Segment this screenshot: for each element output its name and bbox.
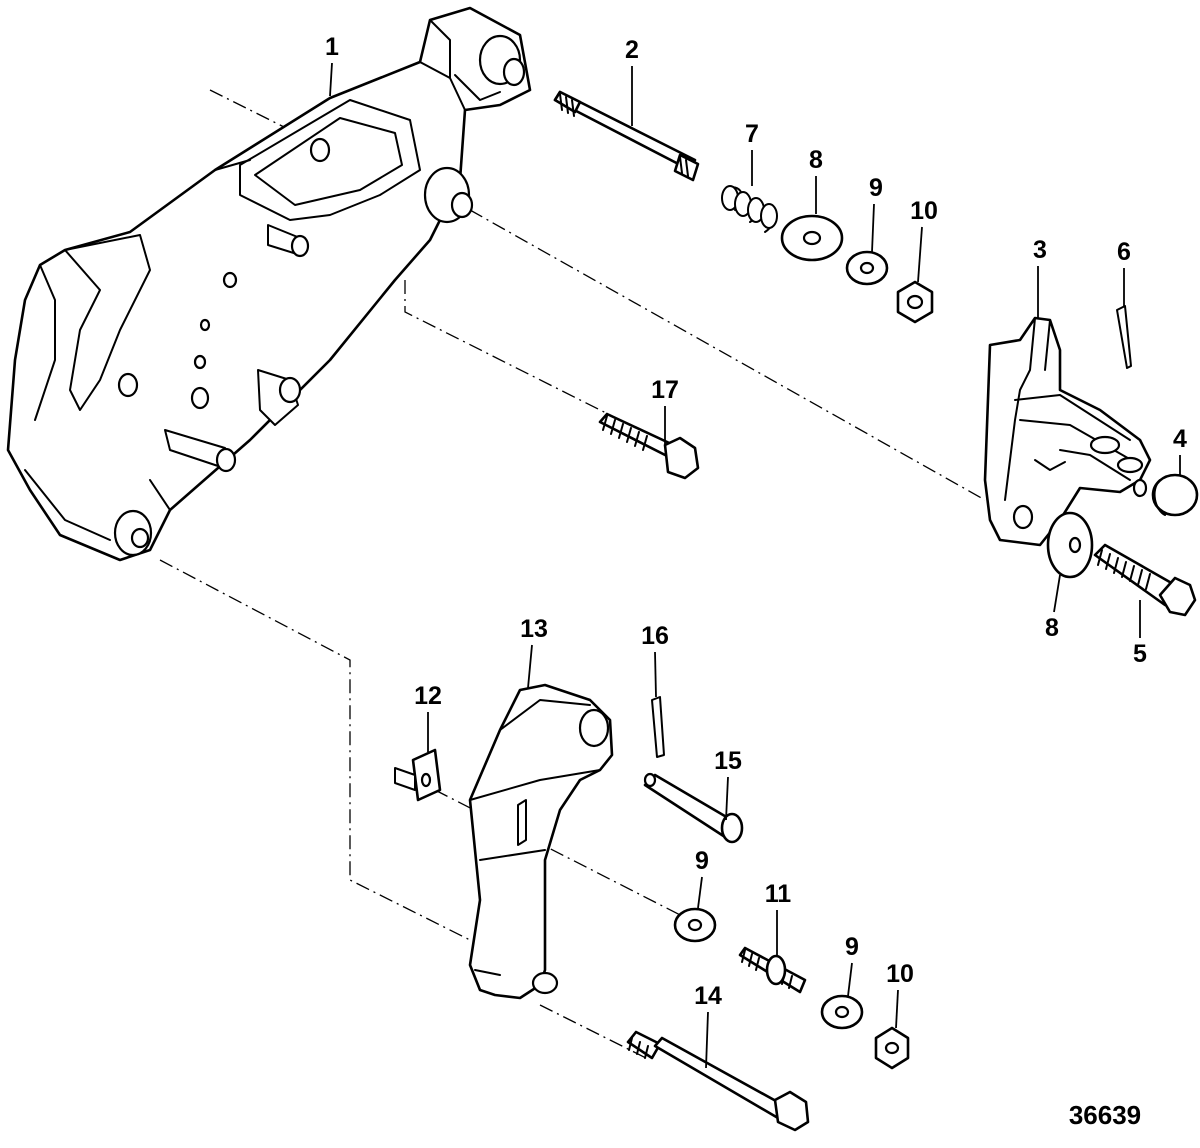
callout-15: 15	[714, 747, 742, 775]
part-9-washer-middle	[673, 907, 717, 943]
part-4-cap	[1151, 473, 1199, 517]
figure-number: 36639	[1069, 1100, 1141, 1130]
part-11-shoulder-stud	[738, 946, 807, 994]
callout-11: 11	[765, 880, 792, 908]
callout-5: 5	[1133, 640, 1147, 668]
callout-10-lower: 10	[886, 960, 914, 988]
part-1-bracket	[6, 6, 532, 562]
callout-9-middle: 9	[695, 847, 709, 875]
callout-4: 4	[1173, 425, 1187, 453]
callout-14: 14	[694, 982, 722, 1010]
part-9-washer-lower	[820, 994, 864, 1030]
part-10-nut-upper	[896, 280, 934, 324]
part-5-bolt	[1093, 543, 1197, 617]
callout-8-upper: 8	[809, 146, 823, 174]
part-3-lever-bracket	[983, 316, 1152, 547]
part-13-lever-arm	[468, 683, 614, 1000]
part-16-cotter-pin-lower	[651, 696, 665, 758]
callout-13: 13	[520, 615, 548, 643]
callout-6: 6	[1117, 238, 1131, 266]
callout-3: 3	[1033, 236, 1047, 264]
part-9-washer-upper	[845, 250, 889, 286]
part-7-spring	[721, 185, 778, 233]
part-15-clevis-pin	[643, 772, 744, 844]
callout-17: 17	[651, 376, 679, 404]
callout-labels: 1 2 3 4 5 6 7 8 8 9 9 9 10 10 11 12 13 1…	[325, 33, 1187, 1010]
part-17-bolt	[598, 412, 700, 480]
part-2-threaded-stud	[553, 90, 700, 182]
part-6-cotter-pin-upper	[1116, 305, 1132, 369]
callout-9-lower: 9	[845, 933, 859, 961]
part-8-washer-lower	[1046, 511, 1094, 579]
callout-1: 1	[325, 33, 339, 61]
part-8-washer-upper	[780, 214, 844, 262]
callout-8-lower: 8	[1045, 614, 1059, 642]
callout-10-upper: 10	[910, 197, 938, 225]
callout-9-upper: 9	[869, 174, 883, 202]
callout-2: 2	[625, 36, 639, 64]
part-12-clip	[394, 748, 442, 802]
part-10-nut-lower	[874, 1026, 910, 1070]
callout-12: 12	[414, 682, 442, 710]
callout-16: 16	[641, 622, 669, 650]
leader-lines	[329, 62, 1181, 1069]
part-14-shoulder-bolt	[626, 1030, 810, 1132]
callout-7: 7	[745, 120, 759, 148]
